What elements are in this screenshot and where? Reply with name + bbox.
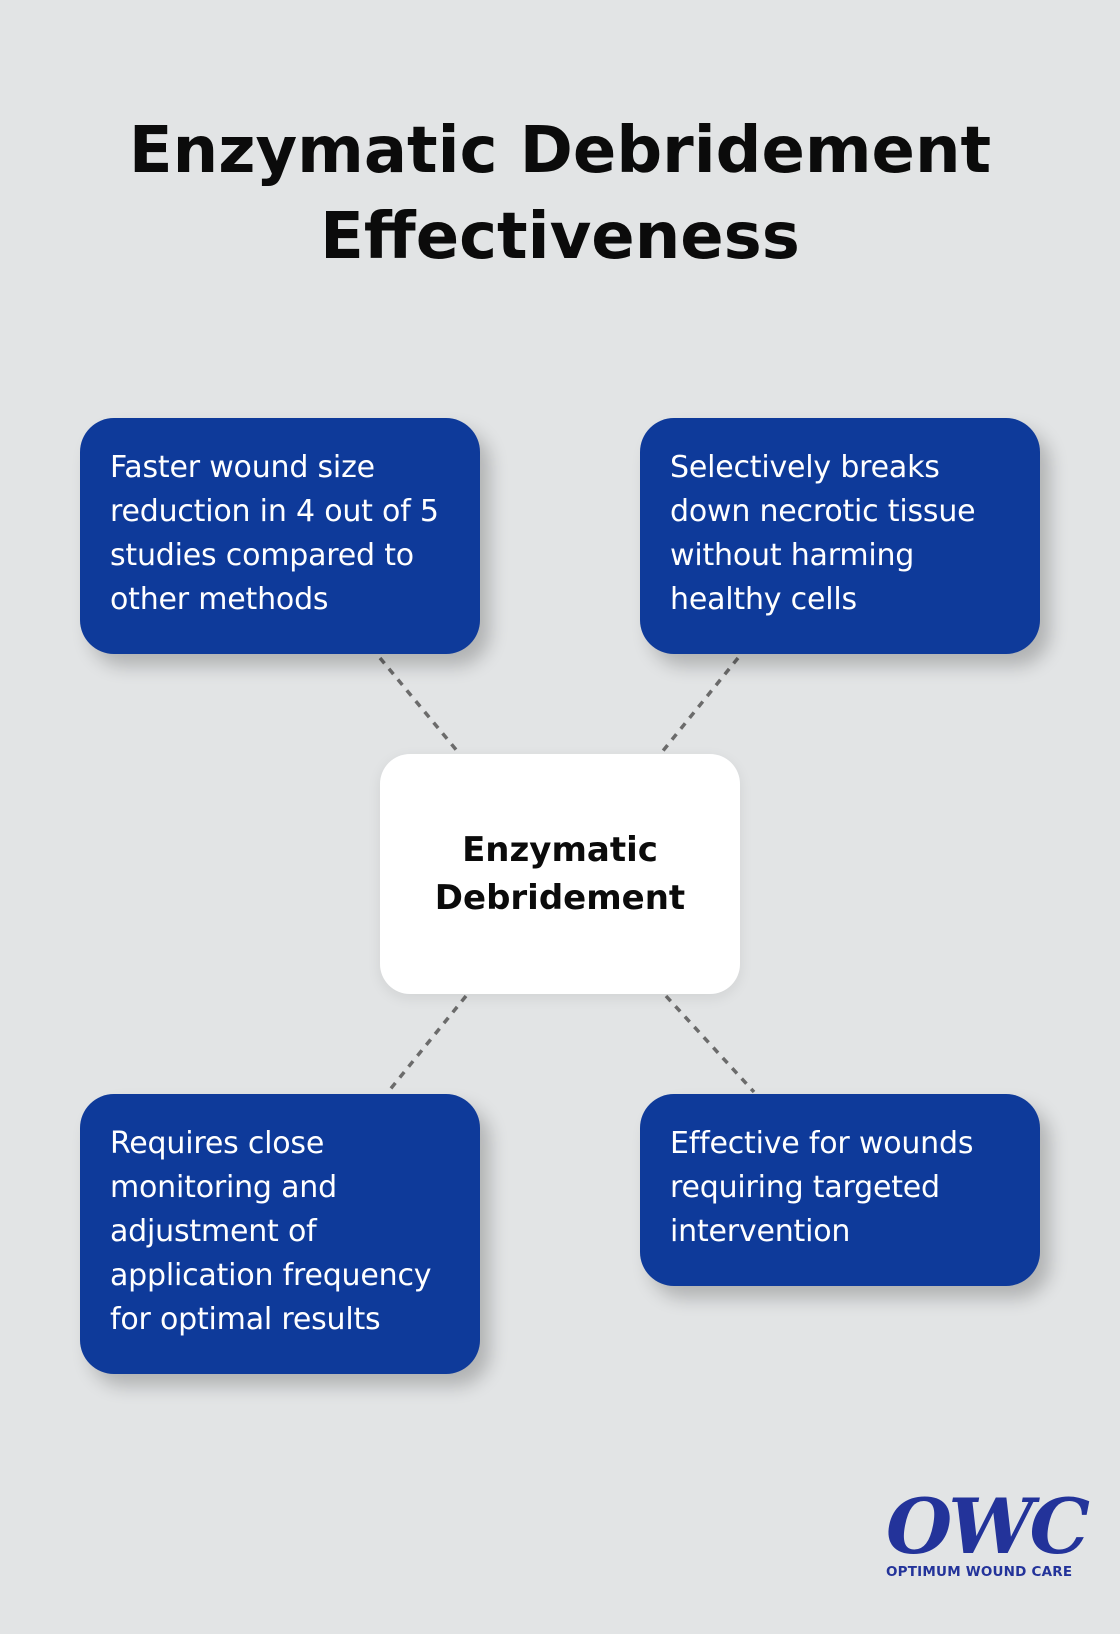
center-node-line-2: Debridement <box>434 878 686 918</box>
connector-top-right <box>660 656 740 754</box>
card-top-left: Faster wound size reduction in 4 out of … <box>80 418 480 654</box>
connector-bottom-right <box>664 994 756 1094</box>
card-top-right-text: Selectively breaks down necrotic tissue … <box>670 450 976 617</box>
card-bottom-right: Effective for wounds requiring targeted … <box>640 1094 1040 1286</box>
card-bottom-right-text: Effective for wounds requiring targeted … <box>670 1126 974 1249</box>
center-node: Enzymatic Debridement <box>380 754 740 994</box>
title-line-1: Enzymatic Debridement <box>128 114 992 188</box>
logo-mark: OWC <box>886 1482 1090 1571</box>
card-bottom-left: Requires close monitoring and adjustment… <box>80 1094 480 1374</box>
connector-bottom-left <box>386 994 468 1094</box>
card-top-left-text: Faster wound size reduction in 4 out of … <box>110 450 439 617</box>
center-node-line-1: Enzymatic <box>462 830 658 870</box>
title-line-2: Effectiveness <box>320 200 800 274</box>
connector-top-left <box>378 656 460 754</box>
brand-logo: OWC OPTIMUM WOUND CARE <box>886 1482 1090 1581</box>
logo-name: OPTIMUM WOUND CARE <box>886 1564 1073 1580</box>
card-top-right: Selectively breaks down necrotic tissue … <box>640 418 1040 654</box>
card-bottom-left-text: Requires close monitoring and adjustment… <box>110 1126 432 1337</box>
page-title: Enzymatic Debridement Effectiveness <box>0 108 1120 280</box>
